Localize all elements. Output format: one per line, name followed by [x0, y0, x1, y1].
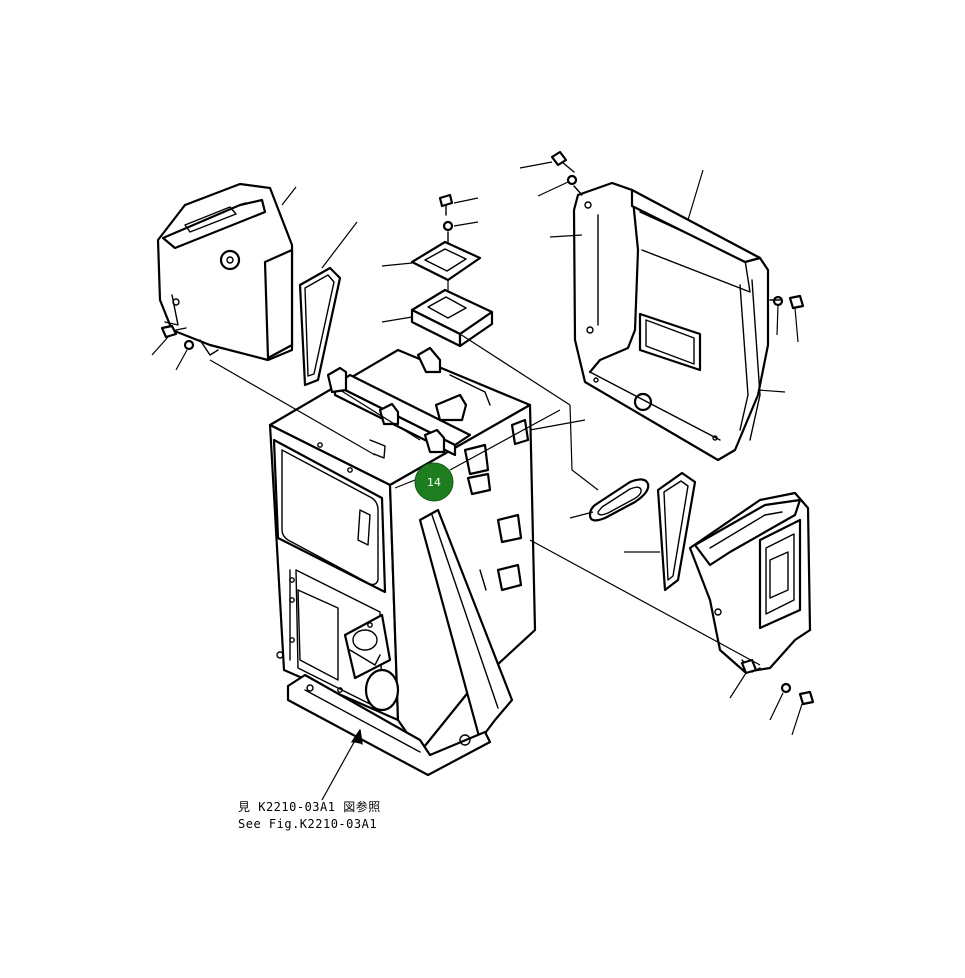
- leader-line: [549, 234, 583, 238]
- callout-14-circle[interactable]: [414, 462, 454, 502]
- callout-14-number[interactable]: 14: [427, 476, 441, 489]
- leader-line: [757, 389, 786, 393]
- oval-gasket: [569, 478, 650, 522]
- top-frame-gasket: [381, 240, 482, 282]
- reference-note-english: See Fig.K2210-03A1: [238, 817, 377, 831]
- lower-right-screws: [729, 658, 815, 736]
- leader-line: [321, 221, 358, 269]
- leader-line: [281, 186, 297, 206]
- right-side-screws: [769, 294, 805, 343]
- leader-line: [687, 169, 704, 221]
- reference-note-japanese: 見 K2210-03A1 図参照: [238, 799, 381, 814]
- console-body: [268, 346, 537, 777]
- left-bolt-washer: [151, 324, 195, 371]
- upper-right-screws: [519, 150, 583, 197]
- top-block-gasket: [381, 288, 494, 348]
- right-lower-duct: [688, 491, 812, 674]
- top-screw: [438, 193, 479, 246]
- left-duct-cover: [156, 182, 294, 362]
- left-gasket: [298, 266, 342, 387]
- assembly-lines: [209, 333, 761, 801]
- right-lower-gasket: [624, 471, 697, 592]
- right-upper-cover: [572, 181, 770, 462]
- callout-14[interactable]: 14: [414, 462, 454, 502]
